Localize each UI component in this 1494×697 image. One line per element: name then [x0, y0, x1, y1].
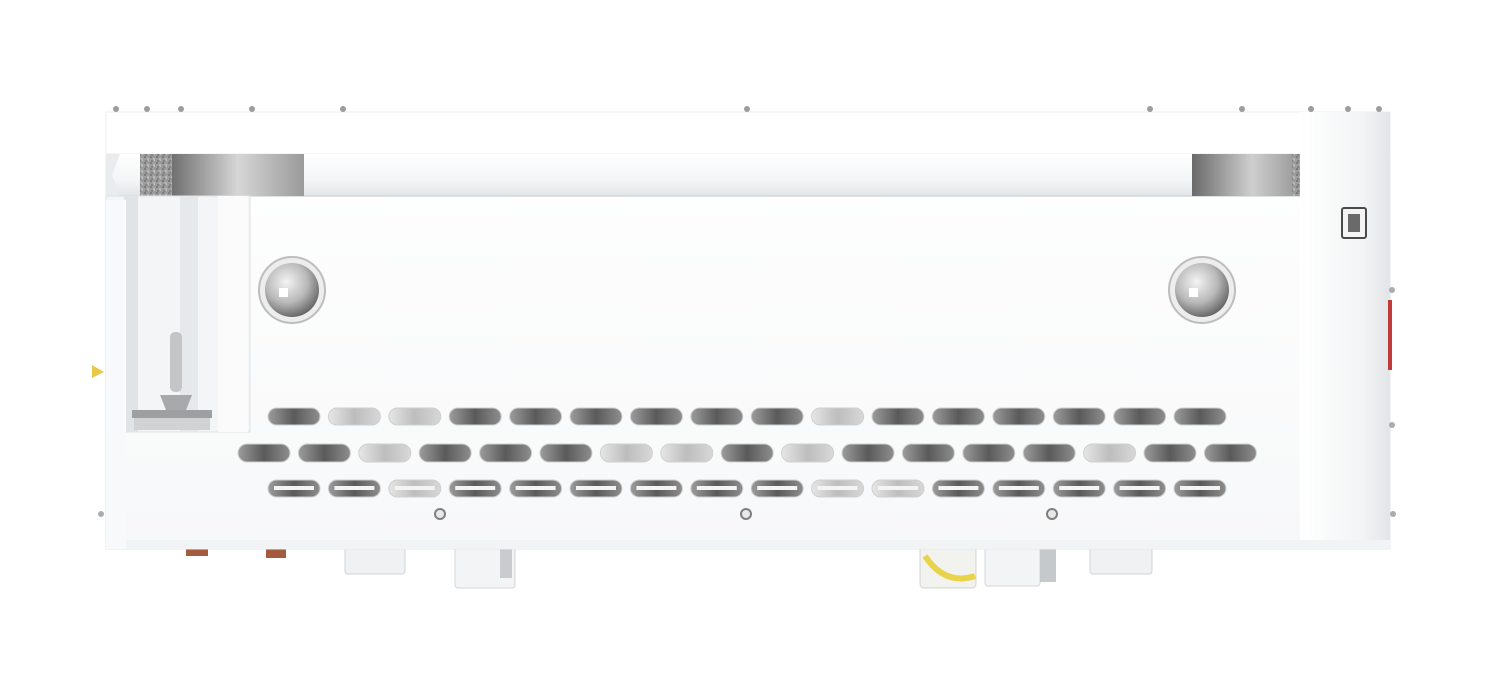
- slot-vent-icon: [1143, 443, 1197, 463]
- slot-vent-icon: [1052, 407, 1106, 426]
- slot-vent-icon: [327, 407, 381, 426]
- screw-icon: [740, 508, 752, 520]
- left-frame: [92, 195, 251, 433]
- bumper-sensor-right: [1168, 256, 1236, 324]
- slot-vent-icon: [569, 407, 623, 426]
- slot-vent-icon: [901, 443, 955, 463]
- caster-wheel-icon: [344, 545, 406, 575]
- slot-vent-inner: [938, 486, 979, 490]
- slot-vent-icon: [781, 443, 835, 463]
- corner-post-icon: [113, 106, 1382, 112]
- slot-vent-inner: [1059, 486, 1100, 490]
- slot-vent-inner: [636, 486, 677, 490]
- slot-vent-icon: [660, 443, 714, 463]
- right-side-panel: [1300, 112, 1392, 549]
- slot-vent-inner: [515, 486, 556, 490]
- slot-vent-icon: [811, 407, 865, 426]
- slot-vent-icon: [1203, 443, 1257, 463]
- slot-vent-icon: [418, 443, 472, 463]
- slot-vent-inner: [817, 486, 858, 490]
- slot-vent-icon: [388, 407, 442, 426]
- slot-vent-icon: [1113, 407, 1167, 426]
- bumper-sensor-left: [258, 256, 326, 324]
- slot-vent-inner: [1119, 486, 1160, 490]
- screw-icon: [434, 508, 446, 520]
- slot-vent-icon: [267, 407, 321, 426]
- slot-vent-icon: [962, 443, 1016, 463]
- slot-vent-inner: [696, 486, 737, 490]
- slot-vent-icon: [690, 407, 744, 426]
- slot-vent-icon: [720, 443, 774, 463]
- slot-vent-icon: [871, 407, 925, 426]
- top-rail: [105, 111, 1391, 197]
- slot-vent-inner: [878, 486, 918, 490]
- slot-vent-icon: [1083, 443, 1137, 463]
- slot-vent-icon: [479, 443, 533, 463]
- slot-vent-inner: [757, 486, 798, 490]
- slot-vent-icon: [297, 443, 351, 463]
- slot-vent-icon: [237, 443, 291, 463]
- caster-wheel-icon: [1089, 545, 1153, 575]
- slot-vent-icon: [1022, 443, 1076, 463]
- slot-vent-icon: [629, 407, 683, 426]
- slot-vent-icon: [539, 443, 593, 463]
- slot-vent-icon: [599, 443, 653, 463]
- lifting-pin-icon: [132, 332, 212, 430]
- slot-vent-icon: [448, 407, 502, 426]
- slot-vent-icon: [931, 407, 985, 426]
- screw-row: [98, 287, 1396, 520]
- slot-vent-inner: [334, 486, 375, 490]
- slot-vent-inner: [274, 486, 314, 490]
- slot-vent-inner: [998, 486, 1039, 490]
- slot-vent-inner: [394, 486, 435, 490]
- caster-wheel-icon: [984, 545, 1041, 587]
- vent-slot-grid: [237, 407, 1257, 498]
- slot-vent-icon: [358, 443, 412, 463]
- slot-vent-icon: [992, 407, 1046, 426]
- slot-vent-inner: [576, 486, 616, 490]
- slot-vent-icon: [1173, 407, 1227, 426]
- slot-vent-icon: [841, 443, 895, 463]
- slot-vent-inner: [1180, 486, 1220, 490]
- caster-wheel-icon: [919, 545, 977, 589]
- caster-wheel-group: [186, 545, 1153, 589]
- slot-vent-inner: [455, 486, 496, 490]
- screw-icon: [1046, 508, 1058, 520]
- slot-vent-icon: [509, 407, 563, 426]
- slot-vent-icon: [750, 407, 804, 426]
